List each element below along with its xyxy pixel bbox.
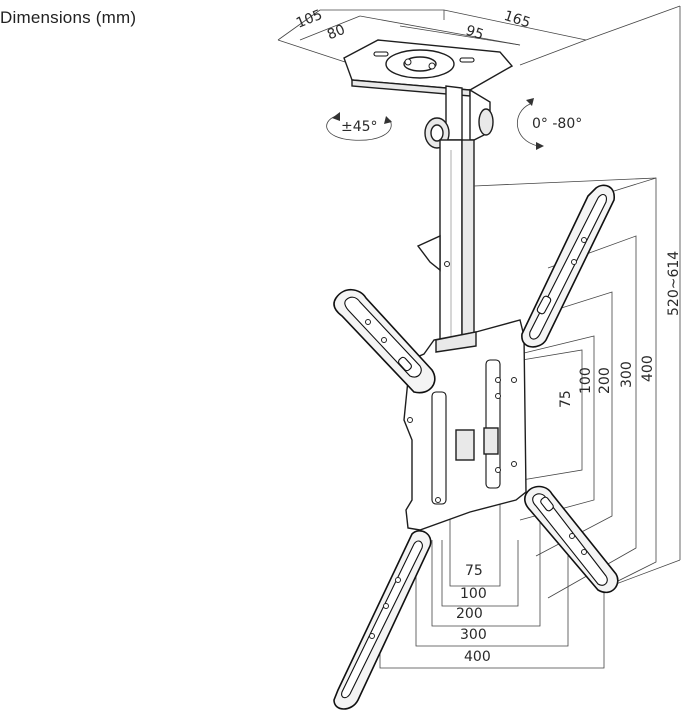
dim-h75: 75	[465, 563, 483, 579]
dim-top-95: 95	[464, 23, 486, 44]
top-dimension-lines	[277, 9, 587, 66]
vesa-vertical-dimension-frames	[473, 5, 681, 599]
mounting-plate	[403, 319, 527, 531]
dim-h400: 400	[464, 649, 491, 665]
dim-top-105: 105	[294, 7, 325, 32]
arm-lower-right	[524, 485, 619, 594]
dim-top-165: 165	[502, 8, 532, 31]
dim-v300: 300	[619, 361, 635, 388]
dim-swivel: ±45°	[341, 119, 378, 135]
dim-tilt: 0° -80°	[532, 116, 582, 132]
tilt-arrow-icon	[516, 98, 544, 150]
dim-h100: 100	[460, 586, 487, 602]
dim-height: 520~614	[666, 251, 682, 316]
dim-h200: 200	[456, 606, 483, 622]
arm-lower-left	[333, 530, 432, 710]
diagram-title: Dimensions (mm)	[0, 8, 137, 27]
dim-v200: 200	[597, 367, 613, 394]
telescopic-pole	[416, 139, 475, 351]
dim-v100: 100	[578, 367, 594, 394]
swivel-arrow-icon	[326, 112, 392, 141]
ceiling-bracket	[343, 39, 514, 149]
arm-upper-right	[521, 184, 615, 348]
dim-v75: 75	[558, 390, 574, 408]
dim-top-80: 80	[325, 22, 348, 44]
arm-upper-left	[333, 288, 436, 394]
dim-h300: 300	[460, 627, 487, 643]
dim-v400: 400	[640, 355, 656, 382]
